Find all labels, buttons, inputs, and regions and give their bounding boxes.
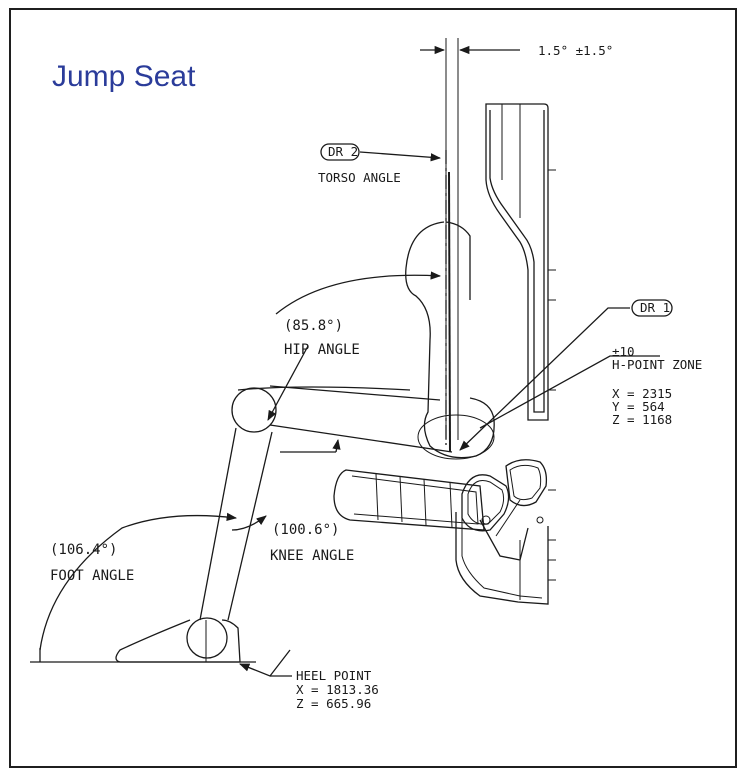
dr2-tag: DR 2 (328, 144, 358, 159)
seat-cushion (333, 469, 485, 531)
hpoint-x: X = 2315 (612, 386, 672, 401)
hip-angle-value: (85.8°) (284, 318, 343, 334)
dr1-tag-box (631, 299, 673, 317)
heel-point-label: HEEL POINT (296, 668, 372, 683)
hpoint-z: Z = 1168 (612, 412, 672, 427)
foot-angle-label: FOOT ANGLE (50, 568, 134, 584)
seat-back (485, 103, 556, 581)
angle-dimensions (39, 271, 442, 662)
torso-reference-lines (420, 38, 520, 453)
heel-z: Z = 665.96 (296, 696, 371, 711)
torso-angle-label: TORSO ANGLE (318, 170, 401, 185)
knee-angle-label: KNEE ANGLE (270, 548, 354, 564)
hip-angle-label: HIP ANGLE (284, 342, 360, 358)
page-title: Jump Seat (52, 60, 196, 93)
torso-tolerance: 1.5° ±1.5° (538, 43, 613, 58)
foot-angle-value: (106.4°) (50, 542, 117, 558)
dr1-tag: DR 1 (640, 300, 670, 315)
knee-angle-value: (100.6°) (272, 522, 339, 538)
heel-x: X = 1813.36 (296, 682, 379, 697)
leader-lines (239, 151, 660, 677)
seat-mechanism (455, 459, 549, 605)
mannequin-outline (115, 221, 495, 663)
hpoint-zone-label: H-POINT ZONE (612, 357, 702, 372)
hpoint-tolerance: ±10 (612, 344, 635, 359)
dr2-tag-box (320, 143, 360, 161)
hpoint-y: Y = 564 (612, 399, 665, 414)
